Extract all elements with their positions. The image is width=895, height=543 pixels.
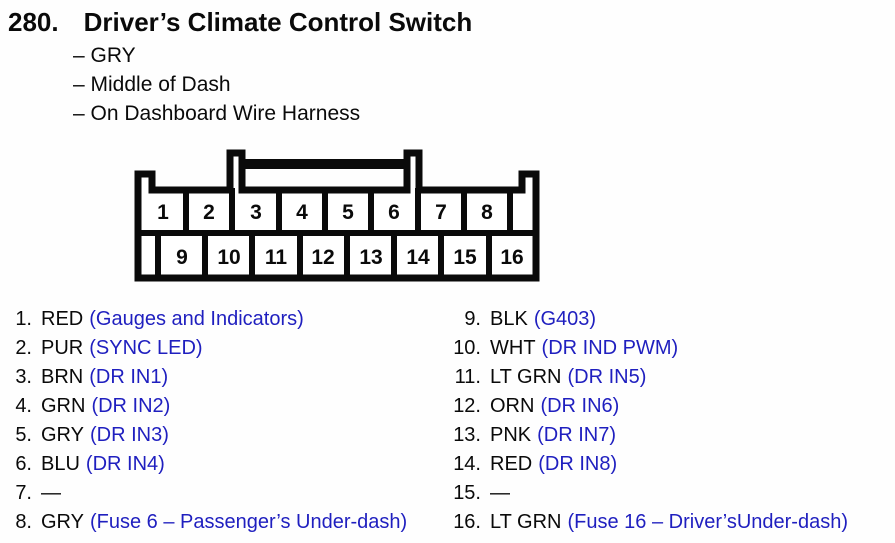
pin-signal: (DR IN7) <box>537 424 617 446</box>
pin-signal: (DR IND PWM) <box>541 337 679 359</box>
pin-number: 4. <box>15 395 32 417</box>
connector-pin-number: 8 <box>481 201 493 224</box>
pin-wire-color: PNK <box>490 424 532 446</box>
pin-signal: (G403) <box>533 308 597 330</box>
connector-pin-number: 4 <box>296 201 308 224</box>
pin-row-4: 4. GRN(DR IN2) <box>12 392 407 421</box>
title-number: 280. <box>8 7 59 37</box>
pin-wire-color: LT GRN <box>490 366 562 388</box>
pin-signal: (SYNC LED) <box>89 337 203 359</box>
pin-row-1: 1. RED(Gauges and Indicators) <box>12 305 407 334</box>
pin-number: 11. <box>454 366 481 388</box>
pin-number: 10. <box>453 337 481 359</box>
pin-row-12: 12. ORN(DR IN6) <box>450 392 848 421</box>
connector-bottom-pin-numbers: 9 10 11 12 13 14 15 16 <box>176 246 524 269</box>
connector-pin-number: 5 <box>342 201 354 224</box>
pin-row-10: 10. WHT(DR IND PWM) <box>450 334 848 363</box>
title-text: Driver’s Climate Control Switch <box>83 7 473 37</box>
pin-row-5: 5. GRY(DR IN3) <box>12 421 407 450</box>
pin-row-11: 11. LT GRN(DR IN5) <box>450 363 848 392</box>
connector-pin-number: 10 <box>217 246 240 269</box>
pin-row-6: 6. BLU(DR IN4) <box>12 450 407 479</box>
pin-row-13: 13. PNK(DR IN7) <box>450 421 848 450</box>
pin-wire-color: — <box>490 482 510 504</box>
connector-pin-number: 11 <box>265 246 288 269</box>
pin-number: 7. <box>15 482 32 504</box>
connector-top-pin-numbers: 1 2 3 4 5 6 7 8 <box>157 201 493 224</box>
pin-list-left: 1. RED(Gauges and Indicators) 2. PUR(SYNC … <box>12 305 407 537</box>
pin-wire-color: BRN <box>41 366 84 388</box>
connector-top-separators <box>183 188 513 234</box>
pin-row-7: 7. — <box>12 479 407 508</box>
pin-number: 6. <box>15 453 32 475</box>
connector-pin-number: 9 <box>176 246 188 269</box>
pin-number: 1. <box>15 308 32 330</box>
detail-line-location: – Middle of Dash <box>73 73 231 96</box>
pin-wire-color: GRY <box>41 424 84 446</box>
pin-signal: (DR IN8) <box>538 453 618 475</box>
pin-signal: (DR IN1) <box>89 366 169 388</box>
pin-number: 14. <box>453 453 481 475</box>
pin-wire-color: BLK <box>490 308 528 330</box>
pin-list-right: 9. BLK(G403) 10. WHT(DR IND PWM) 11. LT GRN… <box>450 305 848 537</box>
pin-wire-color: GRN <box>41 395 86 417</box>
pin-signal: (DR IN4) <box>85 453 165 475</box>
pin-wire-color: RED <box>490 453 533 475</box>
connector-pin-number: 12 <box>311 246 334 269</box>
pin-number: 9. <box>464 308 481 330</box>
connector-pin-number: 15 <box>453 246 477 269</box>
connector-details: – GRY – Middle of Dash – On Dashboard Wi… <box>73 41 360 128</box>
pin-row-8: 8. GRY(Fuse 6 – Passenger’s Under-dash) <box>12 508 407 537</box>
pin-wire-color: PUR <box>41 337 84 359</box>
pin-signal: (DR IN3) <box>89 424 169 446</box>
pin-number: 3. <box>15 366 32 388</box>
pin-signal: (Fuse 6 – Passenger’s Under-dash) <box>89 511 408 533</box>
connector-bottom-separators <box>155 232 492 280</box>
connector-pin-number: 16 <box>500 246 523 269</box>
pin-signal: (Fuse 16 – Driver’sUnder-dash) <box>567 511 848 533</box>
pin-signal: (Gauges and Indicators) <box>89 308 304 330</box>
pin-number: 13. <box>453 424 481 446</box>
pin-wire-color: RED <box>41 308 84 330</box>
connector-pin-number: 7 <box>435 201 447 224</box>
pin-row-15: 15. — <box>450 479 848 508</box>
pin-wire-color: ORN <box>490 395 535 417</box>
pin-row-9: 9. BLK(G403) <box>450 305 848 334</box>
connector-pin-number: 6 <box>388 201 400 224</box>
pin-wire-color: LT GRN <box>490 511 562 533</box>
pin-row-2: 2. PUR(SYNC LED) <box>12 334 407 363</box>
pin-number: 8. <box>15 511 32 533</box>
pin-signal: (DR IN2) <box>91 395 171 417</box>
pin-wire-color: — <box>41 482 61 504</box>
pin-row-16: 16. LT GRN(Fuse 16 – Driver’sUnder-dash) <box>450 508 848 537</box>
pin-row-14: 14. RED(DR IN8) <box>450 450 848 479</box>
connector-outline <box>134 149 540 282</box>
detail-line-harness: – On Dashboard Wire Harness <box>73 102 361 125</box>
connector-pin-number: 2 <box>203 201 215 224</box>
connector-pin-number: 3 <box>250 201 262 224</box>
pin-number: 16. <box>453 511 481 533</box>
pin-signal: (DR IN5) <box>567 366 647 388</box>
pin-wire-color: GRY <box>41 511 84 533</box>
detail-line-color: – GRY <box>73 44 136 67</box>
pin-signal: (DR IN6) <box>540 395 620 417</box>
connector-pin-number: 14 <box>406 246 430 269</box>
pin-number: 2. <box>15 337 32 359</box>
connector-pin-number: 1 <box>157 201 169 224</box>
page-title: 280. Driver’s Climate Control Switch <box>8 7 472 37</box>
pin-number: 12. <box>453 395 481 417</box>
pin-wire-color: BLU <box>41 453 80 475</box>
pin-number: 15. <box>453 482 481 504</box>
connector-pin-number: 13 <box>359 246 382 269</box>
pin-number: 5. <box>15 424 32 446</box>
pin-wire-color: WHT <box>490 337 536 359</box>
pin-row-3: 3. BRN(DR IN1) <box>12 363 407 392</box>
